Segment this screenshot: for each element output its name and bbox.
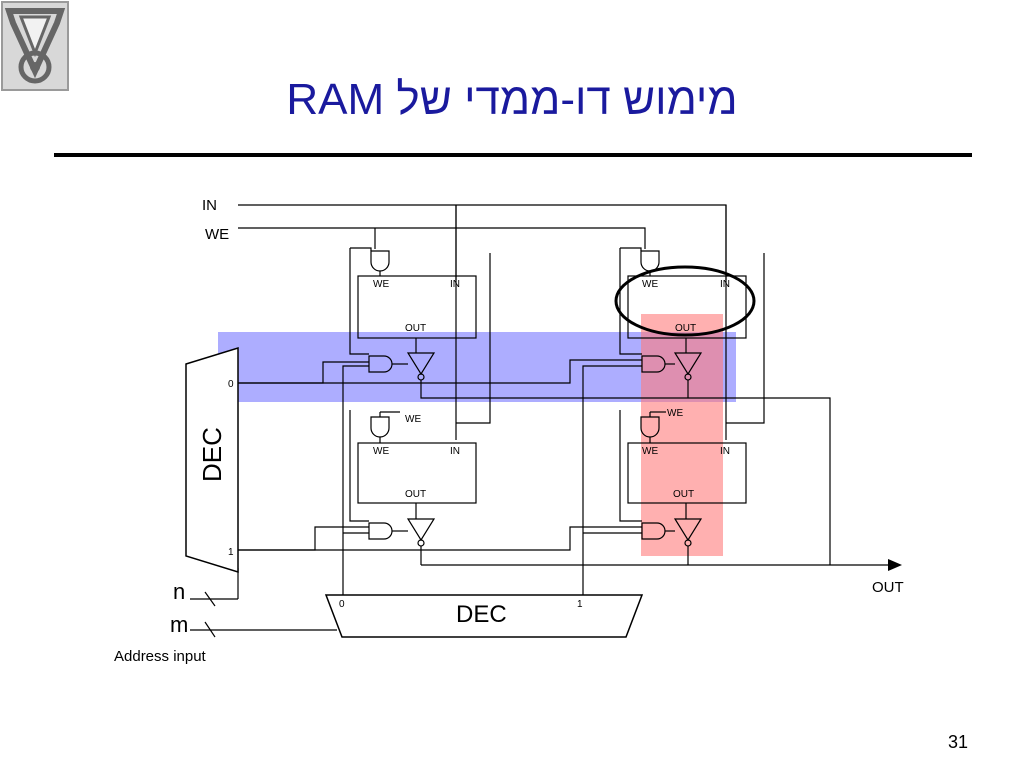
and-gate-we-0-0 <box>370 250 390 272</box>
and-gate-we-0-1 <box>640 250 660 272</box>
cell-0-1 <box>627 275 747 339</box>
selected-cell-circle <box>614 265 756 337</box>
cell-1-0 <box>357 442 477 504</box>
left-decoder-out1: 1 <box>228 547 234 558</box>
bottom-decoder-label: DEC <box>456 601 507 628</box>
cell-1-0-we-label: WE <box>373 446 389 457</box>
slide-title: מימוש דו-ממדי של RAM <box>286 75 738 124</box>
left-decoder-label: DEC <box>197 427 227 482</box>
and-gate-we-1-1 <box>640 416 660 438</box>
cell-1-1-in-label: IN <box>720 446 730 457</box>
left-decoder-out0: 0 <box>228 379 234 390</box>
we-branch-label-left: WE <box>405 414 421 425</box>
left-decoder <box>185 346 239 574</box>
column-highlight <box>641 314 723 556</box>
cell-1-0-in-label: IN <box>450 446 460 457</box>
bottom-decoder-out1: 1 <box>577 599 583 610</box>
output-arrow <box>888 559 902 571</box>
and-gate-row-1-0 <box>368 522 393 540</box>
we-branch-label-right: WE <box>667 408 683 419</box>
tristate-buffer-1-0 <box>406 518 436 542</box>
and-gate-row-0-0 <box>368 355 393 373</box>
and-gate-we-1-0 <box>370 416 390 438</box>
and-gate-row-0-1 <box>641 355 666 373</box>
cell-0-1-out-label: OUT <box>675 323 696 334</box>
page-number: 31 <box>947 732 968 752</box>
tristate-buffer-0-1 <box>673 352 703 376</box>
tristate-buffer-0-0 <box>406 352 436 376</box>
bottom-decoder <box>324 594 644 638</box>
cell-1-1-we-label: WE <box>642 446 658 457</box>
cell-0-1-we-label: WE <box>642 279 658 290</box>
cell-0-1-in-label: IN <box>720 279 730 290</box>
address-m-label: m <box>170 612 188 637</box>
out-signal-label: OUT <box>872 579 904 596</box>
address-n-label: n <box>173 579 185 604</box>
address-input-caption: Address input <box>114 648 207 665</box>
cell-0-0-we-label: WE <box>373 279 389 290</box>
cell-0-0-in-label: IN <box>450 279 460 290</box>
institution-logo <box>1 1 69 91</box>
we-signal-label: WE <box>205 226 229 243</box>
cell-1-1 <box>627 442 747 504</box>
tristate-buffer-1-1 <box>673 518 703 542</box>
cell-0-0-out-label: OUT <box>405 323 426 334</box>
cell-1-0-out-label: OUT <box>405 489 426 500</box>
and-gate-row-1-1 <box>641 522 666 540</box>
cell-1-1-out-label: OUT <box>673 489 694 500</box>
bottom-decoder-out0: 0 <box>339 599 345 610</box>
cell-0-0 <box>357 275 477 339</box>
title-divider <box>54 153 972 157</box>
in-signal-label: IN <box>202 197 217 214</box>
